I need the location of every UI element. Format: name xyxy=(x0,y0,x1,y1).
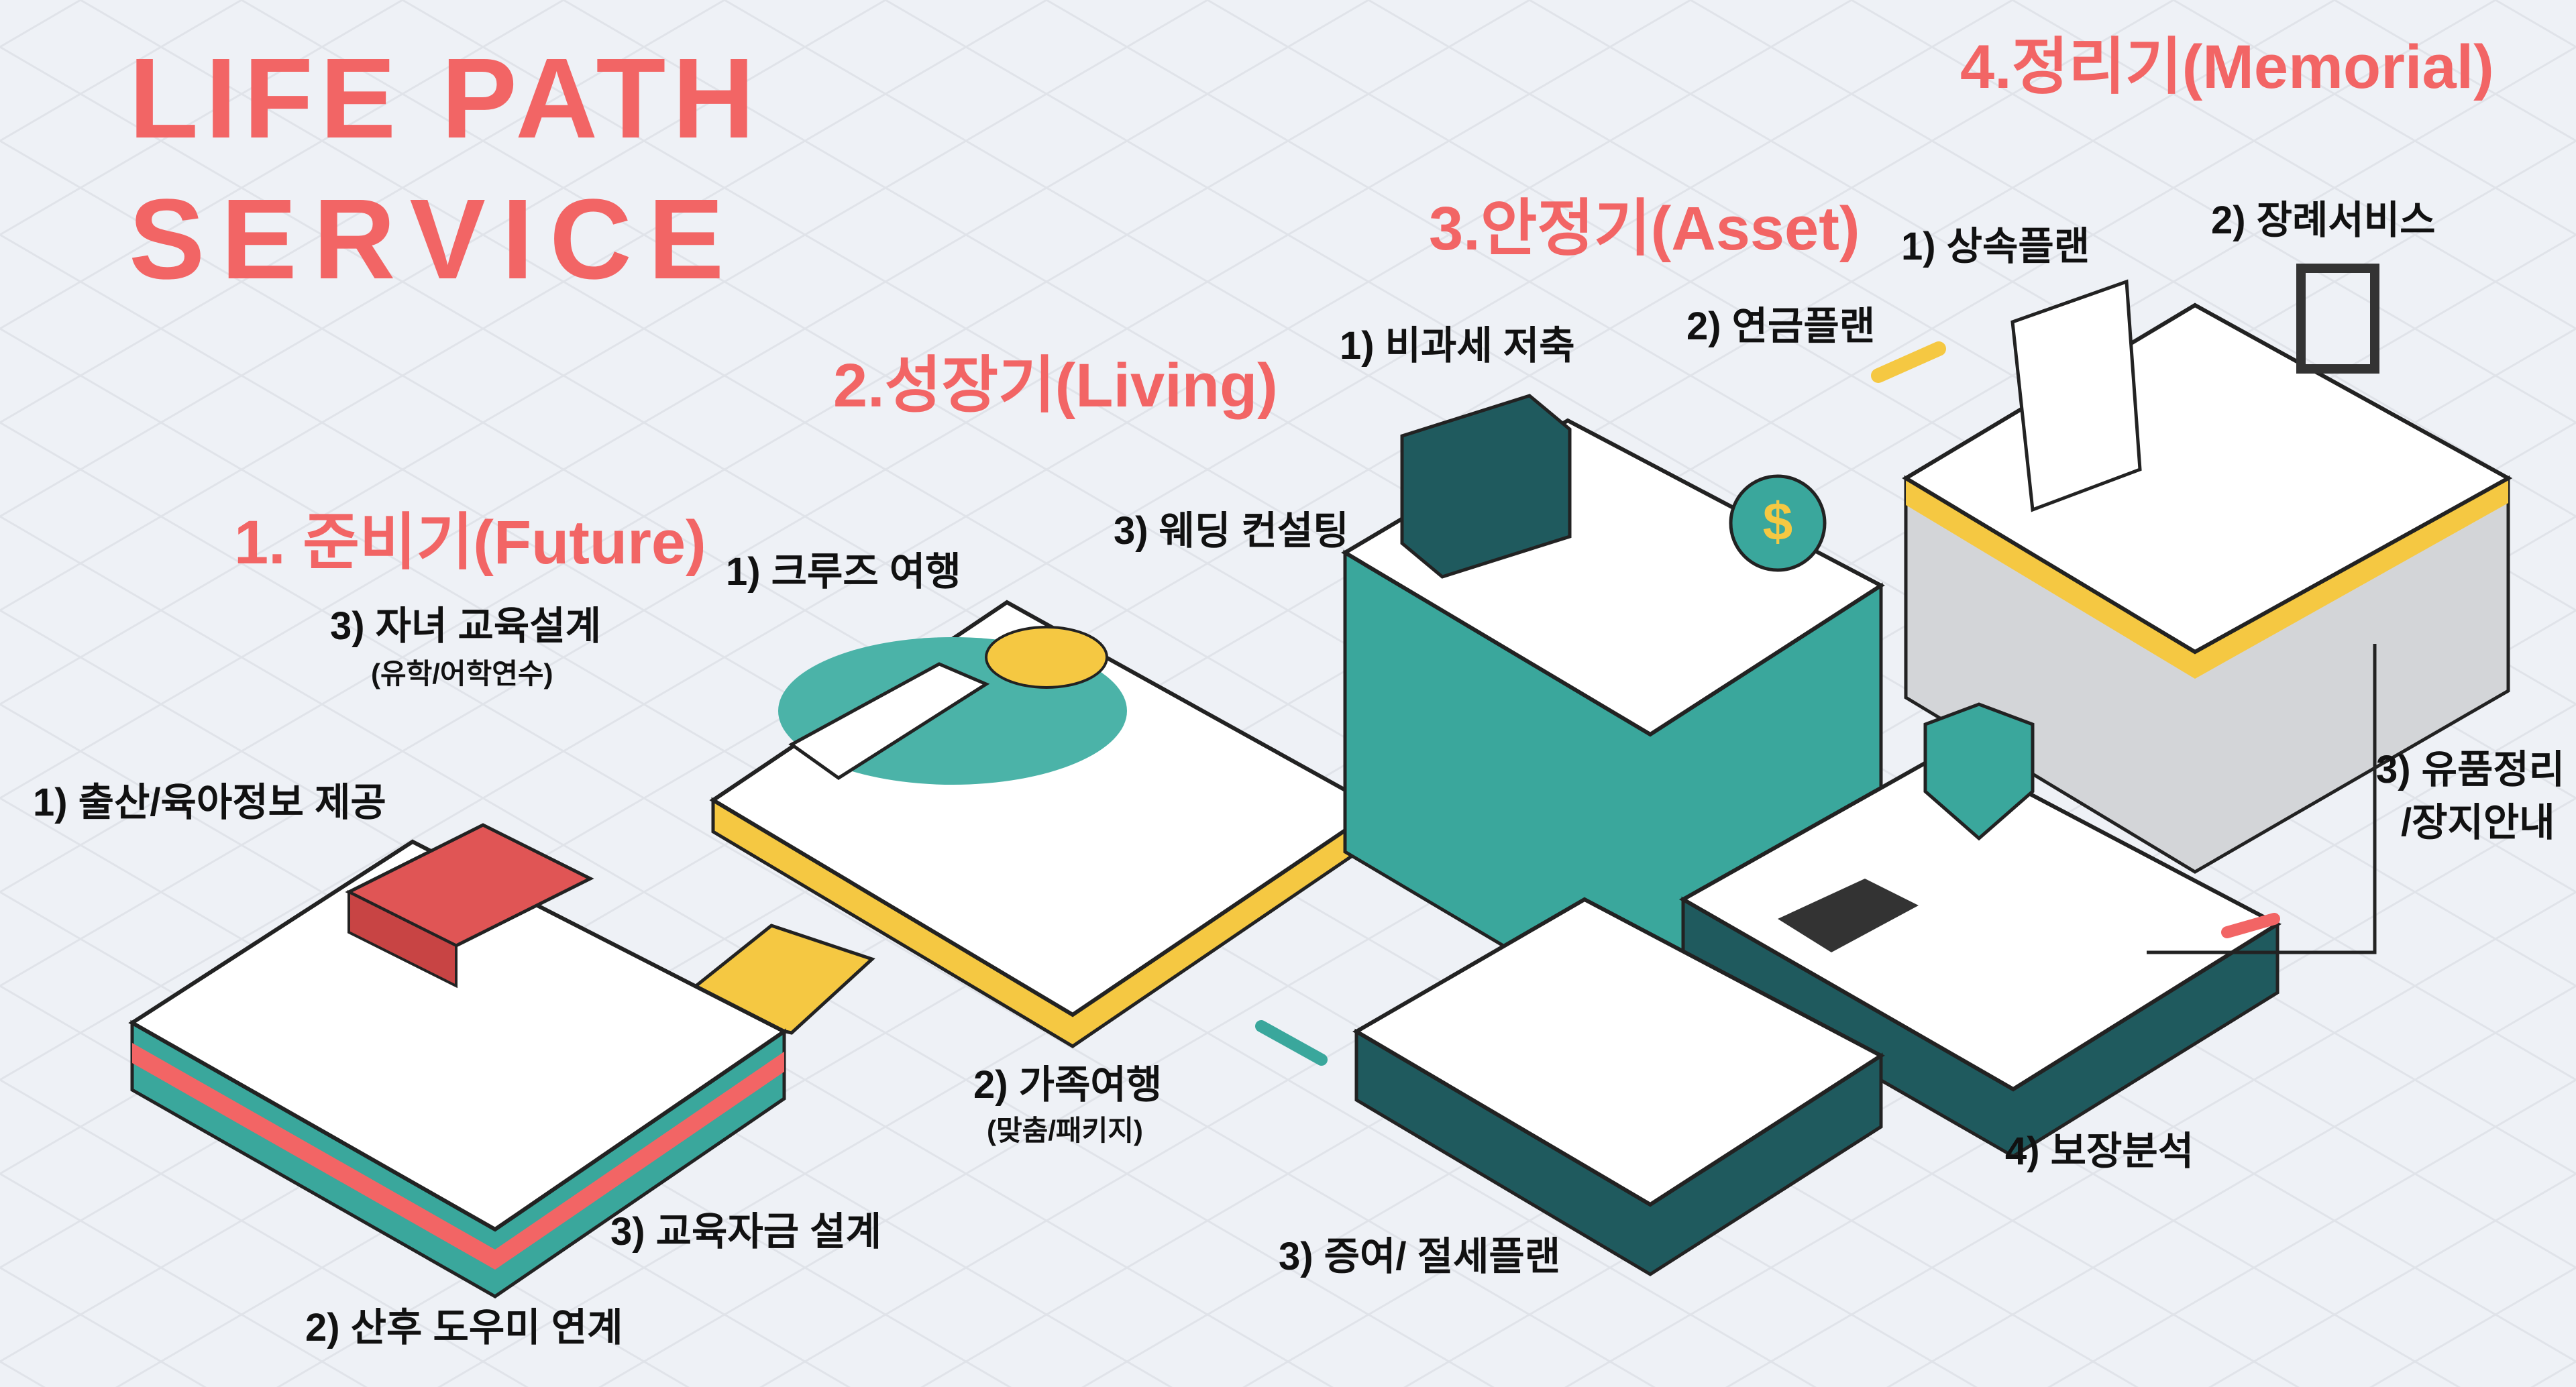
label-postnatal-helper: 2) 산후 도우미 연계 xyxy=(305,1306,623,1349)
label-coverage-analysis: 4) 보장분석 xyxy=(2005,1129,2194,1173)
label-gift-tax: 3) 증여/ 절세플랜 xyxy=(1279,1235,1561,1278)
label-burial-guide: /장지안내 xyxy=(2401,801,2555,844)
stage-title-living: 2.성장기(Living) xyxy=(833,351,1278,420)
calculator-icon xyxy=(1778,879,1919,952)
stage-title-memorial: 4.정리기(Memorial) xyxy=(1960,33,2494,101)
label-cruise: 1) 크루즈 여행 xyxy=(726,550,961,594)
label-family-trip-note: (맞춤/패키지) xyxy=(987,1115,1143,1146)
memorial-frame-icon xyxy=(2296,264,2379,374)
label-birth-info: 1) 출산/육아정보 제공 xyxy=(33,781,386,824)
platform-future xyxy=(128,823,788,1298)
arrow-icon xyxy=(1255,1020,1328,1066)
arrow-icon xyxy=(2221,913,2280,938)
label-funeral: 2) 장례서비스 xyxy=(2211,199,2436,242)
title-line1: LIFE PATH xyxy=(129,35,762,162)
platform-gift xyxy=(1352,897,1885,1276)
label-wedding: 3) 웨딩 컨설팅 xyxy=(1114,509,1349,553)
label-family-trip: 2) 가족여행 xyxy=(973,1063,1163,1107)
label-inheritance: 1) 상속플랜 xyxy=(1901,225,2090,268)
certificate-icon xyxy=(2010,279,2142,512)
label-belongings: 3) 유품정리 xyxy=(2376,748,2565,791)
platform-memorial xyxy=(1902,264,2513,874)
title-line2: SERVICE xyxy=(129,176,741,303)
label-pension: 2) 연금플랜 xyxy=(1686,304,1876,348)
label-child-education-note: (유학/어학연수) xyxy=(371,658,553,689)
shield-check-icon xyxy=(1923,702,2035,841)
stage-title-future: 1. 준비기(Future) xyxy=(234,508,706,577)
label-education-fund: 3) 교육자금 설계 xyxy=(610,1210,881,1254)
palm-island-icon xyxy=(985,626,1108,689)
platform-living xyxy=(709,600,1382,1048)
cruise-ship-icon xyxy=(788,662,990,781)
stage-title-asset: 3.안정기(Asset) xyxy=(1429,195,1860,263)
dollar-bag-icon: $ xyxy=(1729,474,1827,572)
safe-icon xyxy=(1400,394,1572,579)
svg-text:$: $ xyxy=(1763,492,1793,551)
arrow-icon xyxy=(1871,341,1946,383)
leader-line xyxy=(2147,644,2377,954)
label-tax-free-savings: 1) 비과세 저축 xyxy=(1340,324,1575,368)
label-child-education: 3) 자녀 교육설계 xyxy=(330,604,601,648)
